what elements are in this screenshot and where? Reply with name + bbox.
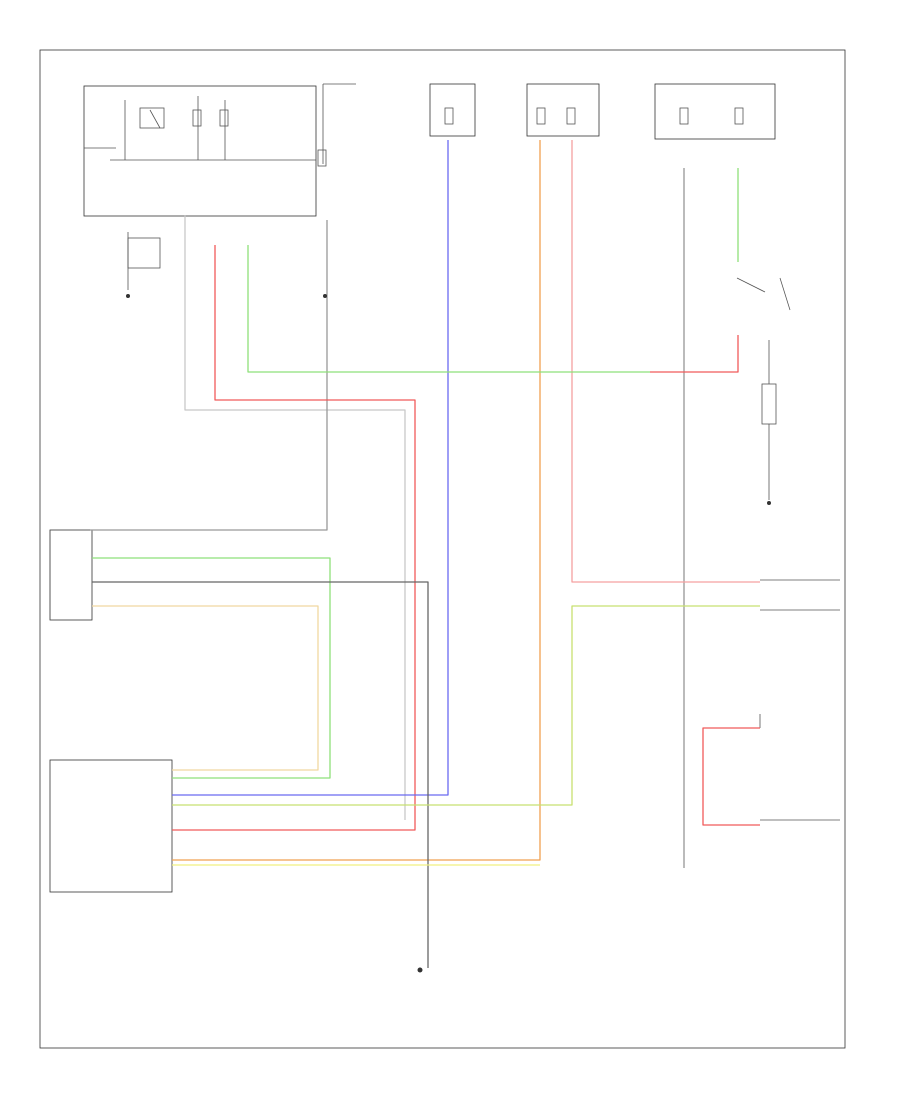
wire-blue [172, 140, 449, 796]
right-lower-module [759, 579, 840, 821]
ground-left [323, 294, 327, 298]
wire-orange [172, 140, 541, 861]
ground-bottom [417, 967, 423, 973]
wire-light-gray [184, 215, 406, 820]
wire-dark-gray [92, 581, 429, 968]
wire-tan [92, 605, 319, 771]
wire-green-lower [92, 557, 331, 779]
right-resistor-component [761, 340, 777, 505]
wire-red-right [650, 335, 739, 373]
wire-red-lower-right [702, 727, 760, 826]
wire-green-yellow [172, 605, 760, 806]
wire-red-main [172, 245, 416, 831]
diagram-frame [39, 49, 846, 1049]
lower-left-control-unit [49, 759, 173, 893]
fuse-box-center-right [526, 83, 600, 137]
wire-gray-center-left [90, 220, 328, 531]
right-switch-component [736, 277, 791, 311]
fuse-box-center [429, 83, 476, 137]
wire-pink-right [571, 140, 760, 583]
fuse-box-right [654, 83, 776, 140]
fuse-box-center-left [317, 83, 356, 167]
upper-left-module [49, 529, 93, 621]
left-ground-relay [126, 232, 161, 298]
wire-green-upper [247, 245, 650, 373]
fuse-box-left [83, 85, 317, 217]
